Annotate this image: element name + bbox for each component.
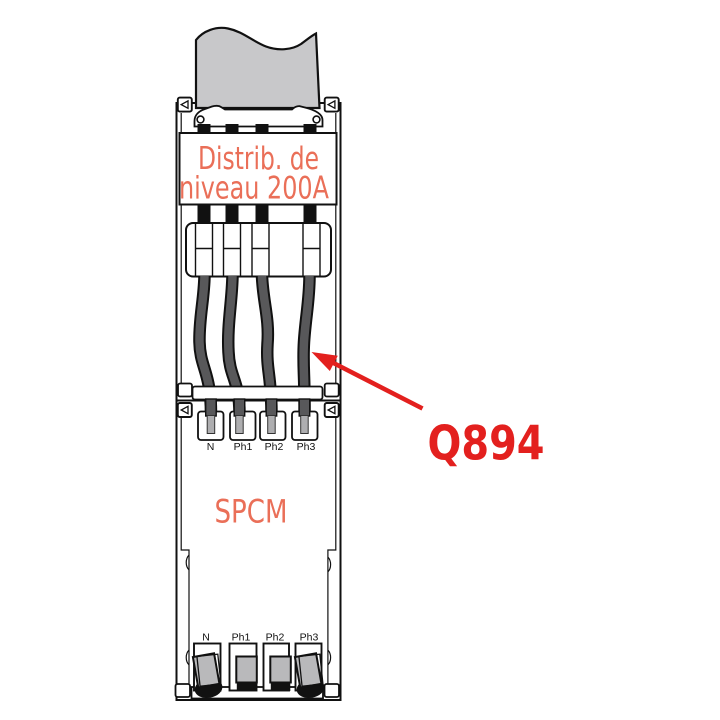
lower-module-label: SPCM — [215, 493, 288, 531]
callout: Q894 — [311, 352, 545, 472]
mid-clamp — [177, 382, 340, 401]
clamp-screw-icon — [312, 115, 321, 124]
output-terminal-label-ph3: Ph3 — [300, 632, 319, 644]
callout-label: Q894 — [428, 417, 545, 472]
callout-arrow-line — [331, 360, 424, 411]
upper-module-clips — [176, 96, 340, 113]
clamp-bracket — [193, 104, 324, 128]
left-triangle-icon — [326, 405, 336, 415]
clamp-screw-icon — [196, 115, 205, 124]
input-terminal-label-ph2: Ph2 — [265, 441, 284, 453]
input-terminal-label-ph1: Ph1 — [234, 441, 253, 453]
rail-notches — [185, 554, 332, 666]
left-triangle-icon — [179, 99, 189, 110]
output-terminal-label-n: N — [202, 632, 210, 644]
block-slot-dividers — [194, 223, 321, 276]
spcm-input-terminals: N Ph1 Ph2 Ph3 — [197, 398, 319, 453]
connector-ph2 — [269, 655, 292, 691]
lower-module-clips — [176, 402, 340, 418]
upper-clamp — [193, 104, 324, 128]
input-terminal-label-ph3: Ph3 — [297, 441, 316, 453]
clip-square — [174, 683, 191, 698]
busbars-top — [197, 124, 317, 134]
clip-square — [323, 382, 340, 398]
callout-arrowhead-icon — [311, 352, 338, 371]
incoming-cable — [194, 26, 321, 110]
left-triangle-icon — [326, 99, 336, 110]
wire-clamp-bar — [191, 385, 324, 401]
conductor-rods — [206, 415, 309, 434]
upper-module-label-line2: niveau 200A — [179, 171, 329, 207]
clip-square — [323, 683, 340, 698]
busbars-mid — [197, 204, 317, 224]
wire-n — [195, 275, 216, 415]
left-triangle-icon — [179, 405, 189, 415]
upper-module-label-line1: Distrib. de — [198, 141, 319, 177]
output-terminal-label-ph1: Ph1 — [232, 632, 251, 644]
input-terminal-label-n: N — [207, 441, 215, 453]
connector-n — [191, 652, 223, 698]
connector-ph3 — [293, 652, 325, 698]
clip-square — [177, 382, 193, 398]
upper-module-label-box — [178, 132, 338, 206]
connector-ph1 — [235, 655, 258, 691]
spcm-output-terminals: N Ph1 Ph2 Ph3 — [174, 632, 340, 700]
output-terminal-label-ph2: Ph2 — [266, 632, 285, 644]
distribution-terminal-block — [185, 222, 332, 278]
lower-module-inner-walls — [180, 418, 337, 687]
